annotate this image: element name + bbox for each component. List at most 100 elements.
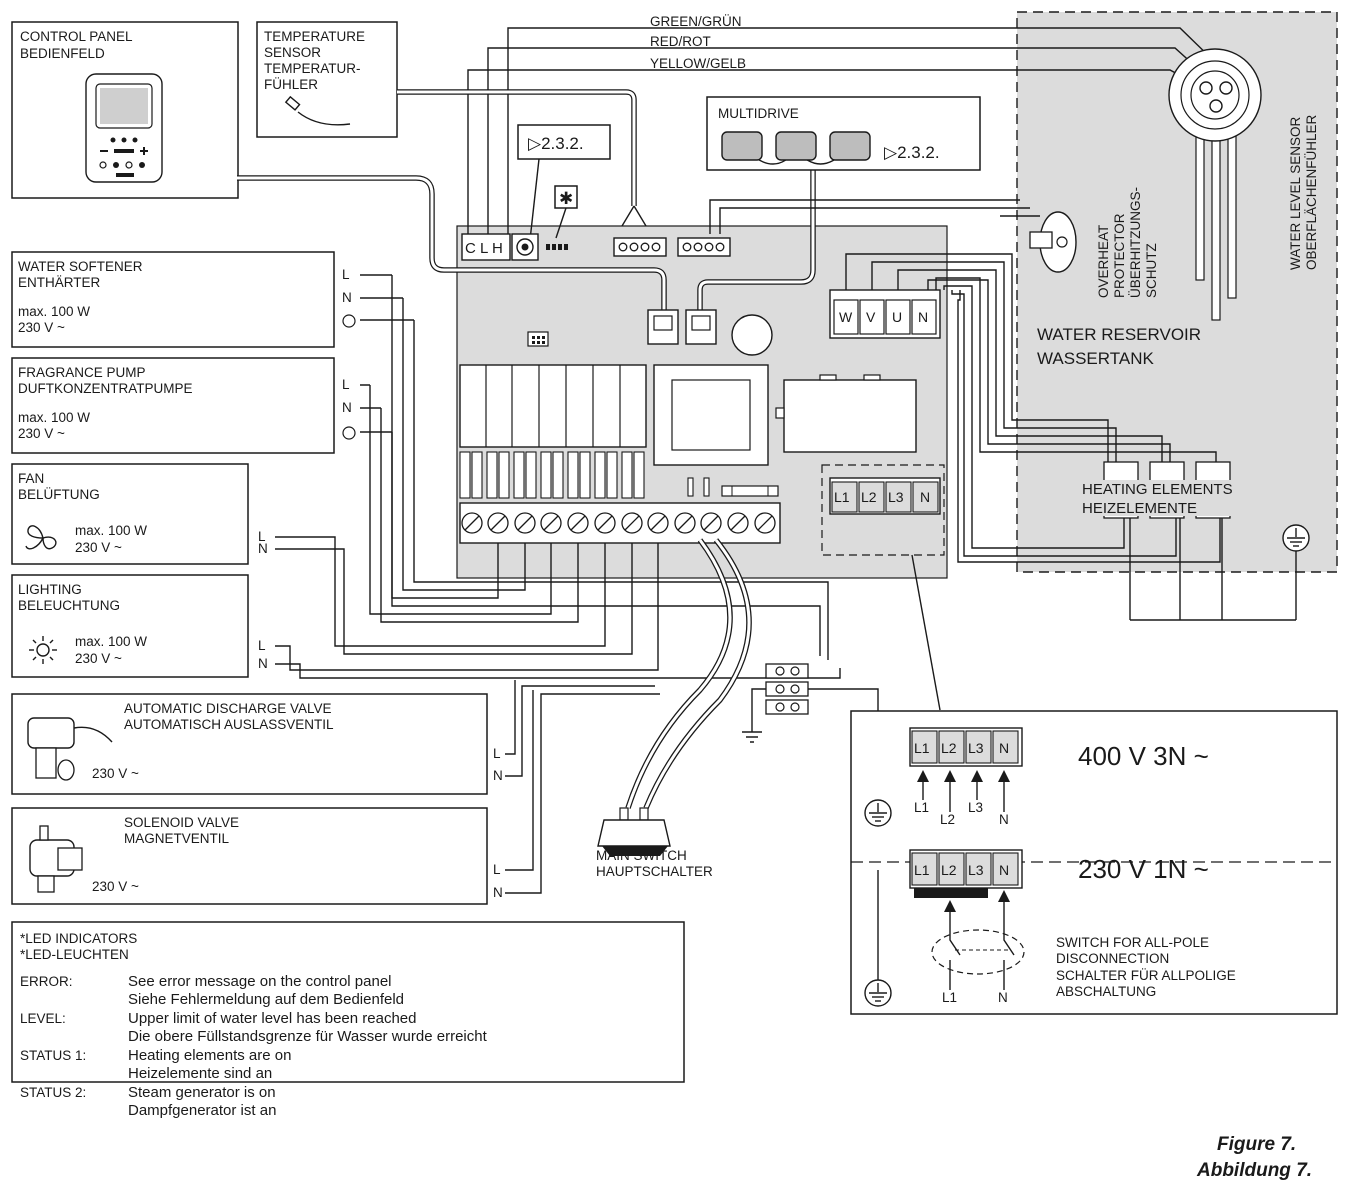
- heating-label: HEATING ELEMENTS: [1082, 481, 1233, 498]
- temperature-sensor-label: FÜHLER: [264, 77, 318, 92]
- control-panel-title: CONTROL PANEL: [20, 29, 133, 44]
- data-jacks: [647, 309, 717, 345]
- board-terminal-n: N: [920, 489, 930, 505]
- control-panel-device-icon: [85, 73, 163, 183]
- supply-400-terminal: L3: [968, 740, 984, 756]
- supply-230-title: 230 V 1N ~: [1078, 854, 1209, 884]
- legend-text: Upper limit of water level has been reac…: [128, 1010, 417, 1027]
- transformer: [653, 364, 769, 466]
- fuses: [459, 451, 645, 499]
- supply-400-arrow-label: N: [999, 812, 1009, 827]
- supply-400-terminal: L2: [941, 740, 957, 756]
- wire-green-label: GREEN/GRÜN: [650, 14, 742, 29]
- legend-text: Siehe Fehlermeldung auf dem Bedienfeld: [128, 991, 404, 1008]
- ground-icon: [1282, 524, 1310, 552]
- supply-230-terminal: L1: [914, 862, 930, 878]
- water-level-sensor-label: WATER LEVEL SENSOR OBERFLÄCHENFÜHLER: [1288, 114, 1319, 270]
- supply-400-title: 400 V 3N ~: [1078, 741, 1209, 771]
- device-label: SOLENOID VALVE: [124, 815, 239, 830]
- terminal-l-label: L: [342, 267, 350, 282]
- supply-400-terminal-block: [909, 727, 1023, 767]
- legend-text: Die obere Füllstandsgrenze für Wasser wu…: [128, 1028, 488, 1045]
- svg-text:WATER LEVEL SENSOR: WATER LEVEL SENSOR: [1288, 116, 1303, 270]
- device-wires: [275, 274, 841, 894]
- supply-230-terminal: N: [999, 862, 1009, 878]
- water-level-sensor-icon: [1168, 48, 1262, 321]
- supply-230-note: SWITCH FOR ALL-POLE: [1056, 935, 1209, 950]
- svg-text:SCHUTZ: SCHUTZ: [1144, 243, 1159, 298]
- supply-230-terminal-block: [909, 849, 1023, 898]
- discharge-valve-icon: [27, 717, 113, 781]
- supply-pointer: [911, 554, 941, 711]
- legend-heading: *LED INDICATORS: [20, 931, 137, 946]
- device-label: ENTHÄRTER: [18, 275, 101, 290]
- device-label: 230 V ~: [92, 766, 139, 781]
- supply-400-terminal: N: [999, 740, 1009, 756]
- main-switch-label: MAIN SWITCH: [596, 848, 687, 863]
- supply-terminal-zone: [821, 464, 945, 556]
- supply-400-arrow-label: L3: [968, 800, 983, 815]
- terminal-n-label: N: [493, 768, 503, 783]
- supply-230-terminal: L3: [968, 862, 984, 878]
- supply-400-terminal: L1: [914, 740, 930, 756]
- board-terminal-l3: L3: [888, 489, 904, 505]
- terminal-l-label: L: [258, 638, 266, 653]
- device-label: AUTOMATISCH AUSLASSVENTIL: [124, 717, 334, 732]
- solenoid-valve-box: [11, 807, 488, 905]
- terminal-n-label: N: [342, 400, 352, 415]
- supply-400-arrow-label: L2: [940, 812, 955, 827]
- overheat-protector-icon: [1029, 211, 1077, 273]
- connector-4pin: [613, 237, 667, 257]
- heating-label-de: HEIZELEMENTE: [1082, 500, 1197, 517]
- temperature-probe-icon: [284, 95, 351, 126]
- clh-label: C L H: [465, 240, 503, 257]
- figure-caption-de: Abbildung 7.: [1196, 1160, 1312, 1181]
- led-marker: ✱: [559, 189, 573, 208]
- reservoir-label: WATER RESERVOIR: [1037, 325, 1201, 344]
- fan-icon: [25, 525, 57, 550]
- temperature-sensor-label: TEMPERATURE: [264, 29, 365, 44]
- led-indicators: [546, 244, 568, 250]
- capacitor: [731, 314, 773, 356]
- screw-terminal-strip: [459, 502, 781, 544]
- device-label: LIGHTING: [18, 582, 82, 597]
- legend-key: ERROR:: [20, 974, 73, 989]
- main-switch-icon: [597, 807, 671, 856]
- sensor-lead: [621, 205, 647, 227]
- main-switch-label-de: HAUPTSCHALTER: [596, 864, 713, 879]
- overheat-wires: [709, 199, 1030, 234]
- fragrance-pump-box: [11, 357, 335, 454]
- terminal-l-label: L: [493, 746, 501, 761]
- motor-terminal-block: [829, 289, 941, 339]
- supply-230-note: ABSCHALTUNG: [1056, 984, 1156, 999]
- device-label: 230 V ~: [75, 651, 122, 666]
- discharge-valve-box: [11, 693, 488, 795]
- device-label: max. 100 W: [75, 634, 147, 649]
- relays: [459, 364, 647, 448]
- overheat-label: OVERHEAT PROTECTOR ÜBERHITZUNGS- SCHUTZ: [1096, 187, 1159, 298]
- svg-text:OBERFLÄCHENFÜHLER: OBERFLÄCHENFÜHLER: [1304, 114, 1319, 270]
- legend-key: LEVEL:: [20, 1011, 66, 1026]
- water-softener-box: [11, 251, 335, 348]
- small-chip: [527, 331, 549, 347]
- legend-text: Steam generator is on: [128, 1084, 276, 1101]
- legend-text: Heizelemente sind an: [128, 1065, 272, 1082]
- board-terminal-l2: L2: [861, 489, 877, 505]
- led-legend-box: [11, 921, 685, 1083]
- device-label: BELEUCHTUNG: [18, 598, 120, 613]
- supply-230-terminal: L2: [941, 862, 957, 878]
- device-label: BELÜFTUNG: [18, 487, 100, 502]
- heating-elements-icon: [1078, 461, 1256, 519]
- legend-heading-de: *LED-LEUCHTEN: [20, 947, 129, 962]
- connector-4pin: [677, 237, 731, 257]
- potentiometer: [511, 233, 539, 261]
- temperature-sensor-box: [256, 21, 398, 138]
- multidrive-ref: ▷2.3.2.: [884, 143, 940, 162]
- all-pole-switch: [931, 890, 1025, 990]
- lighting-box: [11, 574, 249, 678]
- legend-text: Dampfgenerator ist an: [128, 1102, 276, 1119]
- legend-text: See error message on the control panel: [128, 973, 392, 990]
- lamp-icon: [29, 636, 57, 664]
- ref-pointer: [529, 158, 540, 241]
- terminal-u: U: [892, 309, 902, 325]
